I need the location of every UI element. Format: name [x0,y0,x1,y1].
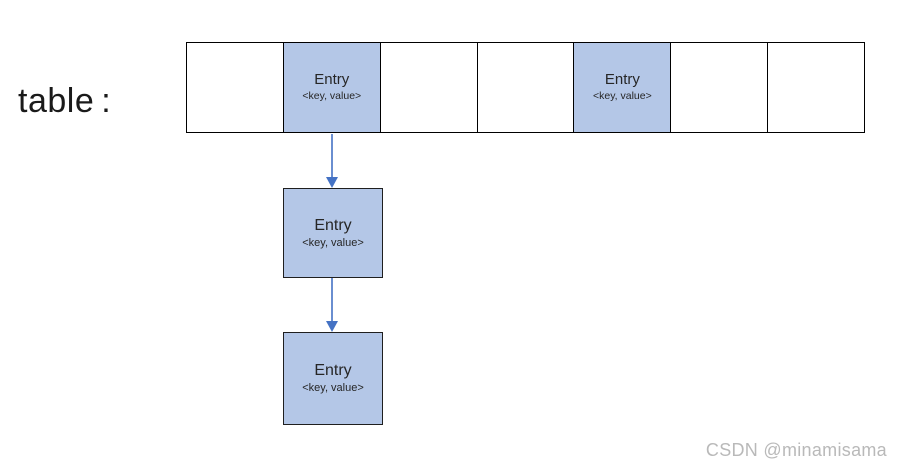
bucket-cell-empty [768,43,864,132]
chain-arrow-head-1 [326,177,338,188]
entry-title: Entry [314,362,352,380]
entry-subtitle: <key, value> [302,90,362,103]
bucket-cell-occupied: Entry<key, value> [283,43,381,132]
chain-node-1: Entry <key, value> [283,188,383,278]
chain-node-2: Entry <key, value> [283,332,383,425]
table-label: table: [18,82,111,121]
bucket-cell-empty [187,43,284,132]
bucket-cell-empty [478,43,575,132]
table-label-text: table [18,82,95,120]
entry-title: Entry [604,71,640,89]
entry-subtitle: <key, value> [302,382,364,395]
table-label-colon: : [101,82,112,120]
chain-arrow-head-2 [326,321,338,332]
bucket-cell-occupied: Entry<key, value> [574,43,672,132]
entry-subtitle: <key, value> [592,90,652,103]
entry-subtitle: <key, value> [302,236,364,249]
bucket-cell-empty [671,43,769,132]
entry-title: Entry [314,71,350,89]
bucket-cell-empty [381,43,478,132]
watermark: CSDN @minamisama [705,440,887,460]
entry-title: Entry [314,216,352,234]
bucket-array-row: Entry<key, value>Entry<key, value> [186,42,865,133]
